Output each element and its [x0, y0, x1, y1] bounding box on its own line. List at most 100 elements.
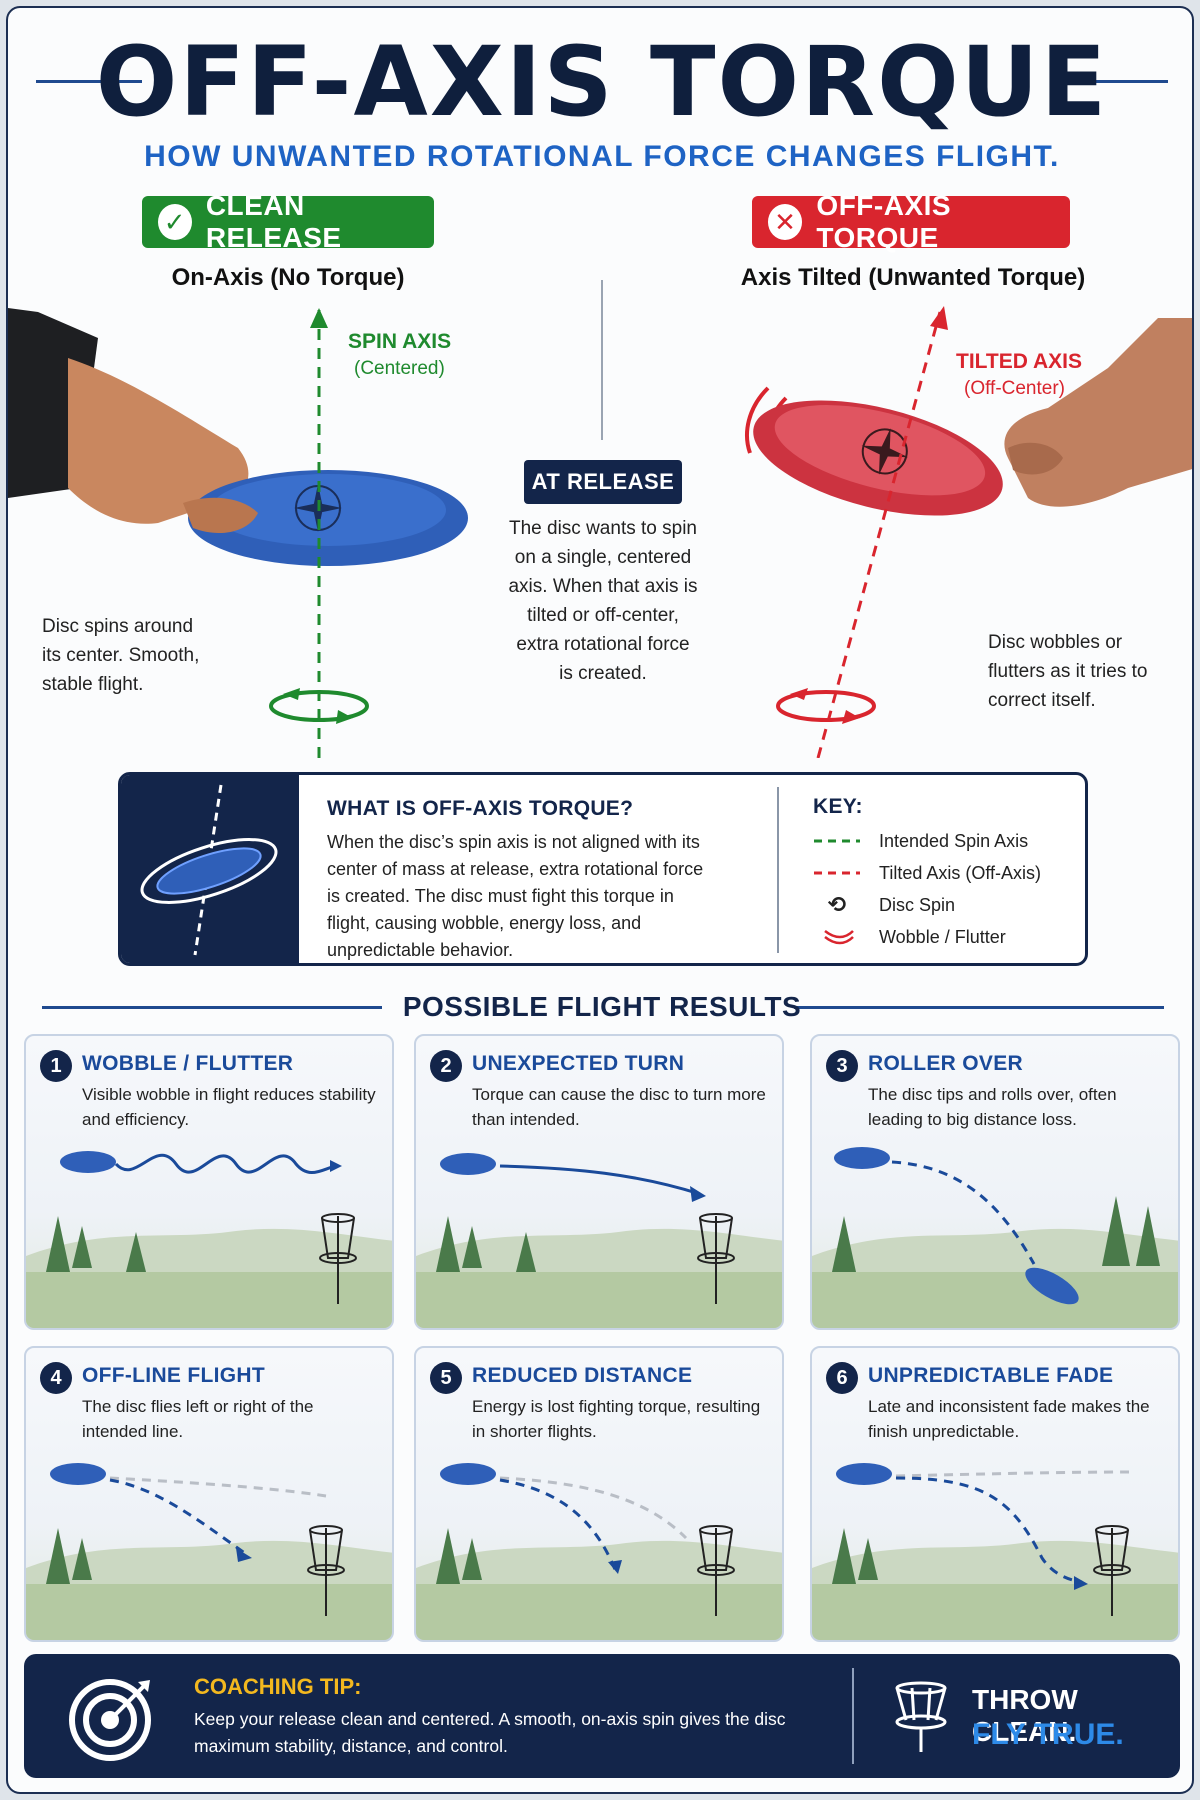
card-desc-2: Torque can cause the disc to turn more t… [472, 1085, 766, 1129]
info-title: WHAT IS OFF-AXIS TORQUE? [327, 797, 634, 820]
clean-desc-line-1: Disc spins around [42, 616, 194, 637]
key-title: KEY: [813, 795, 863, 818]
card-desc-1: Visible wobble in flight reduces stabili… [82, 1085, 376, 1129]
card-title-3: ROLLER OVER [868, 1052, 1023, 1075]
slogan-line-1: THROW CLEAN. [972, 1684, 1078, 1747]
at-release-description: The disc wants to spin on a single, cent… [478, 514, 728, 688]
wobble-icon [745, 386, 770, 454]
title-rule-right [1062, 80, 1168, 83]
card-number-2: 2 [430, 1050, 462, 1082]
basket-icon [895, 1681, 947, 1752]
hand-icon [68, 358, 249, 524]
spin-arrows-icon [269, 690, 369, 722]
result-card-4: 4 OFF-LINE FLIGHT The disc flies left or… [24, 1346, 394, 1642]
clean-release-description: Disc spins around its center. Smooth, st… [42, 612, 242, 699]
card-title-4: OFF-LINE FLIGHT [82, 1364, 265, 1387]
info-divider [777, 787, 779, 953]
footer-divider [852, 1668, 854, 1764]
card-number-3: 3 [826, 1050, 858, 1082]
short-flight-illustration [416, 1463, 782, 1640]
card-number-5: 5 [430, 1362, 462, 1394]
key-item-tilted-axis: Tilted Axis (Off-Axis) [813, 857, 1073, 889]
mid-desc-line-2: on a single, centered [514, 547, 692, 568]
clean-release-illustration [8, 308, 468, 758]
key-item-disc-spin: ⟲ Disc Spin [813, 889, 1073, 921]
results-title: POSSIBLE FLIGHT RESULTS [402, 991, 802, 1022]
off-axis-badge-label: OFF-AXIS TORQUE [816, 190, 952, 253]
what-is-torque-box: WHAT IS OFF-AXIS TORQUE? When the disc’s… [118, 772, 1088, 966]
off-desc-line-2: flutters as it tries to [988, 661, 1148, 682]
card-desc-3: The disc tips and rolls over, often lead… [868, 1085, 1117, 1129]
card-title-5: REDUCED DISTANCE [472, 1364, 693, 1387]
card-number-4: 4 [40, 1362, 72, 1394]
at-release-label: AT RELEASE [524, 460, 682, 504]
spin-icon: ⟲ [827, 892, 847, 917]
basket-icon [697, 1213, 735, 1304]
tilted-axis-heading: Axis Tilted (Unwanted Torque) [740, 264, 1086, 291]
check-icon: ✓ [158, 204, 192, 240]
tilted-axis-line [816, 311, 942, 758]
x-icon: ✕ [768, 204, 803, 240]
result-card-1: 1 WOBBLE / FLUTTER Visible wobble in fli… [24, 1034, 394, 1330]
clean-release-label: CLEAN RELEASE [205, 190, 342, 253]
spin-axis-label: SPIN AXIS [348, 330, 452, 353]
roller-illustration [812, 1147, 1178, 1328]
key-label-4: Wobble / Flutter [879, 926, 1006, 947]
mid-desc-line-6: is created. [559, 663, 647, 684]
clean-desc-line-2: its center. Smooth, [42, 645, 200, 666]
tilted-axis-sublabel: (Off-Center) [964, 378, 1066, 399]
center-divider [601, 280, 603, 440]
results-rule-left [42, 1006, 382, 1009]
info-body: When the disc’s spin axis is not aligned… [327, 832, 704, 960]
key-item-intended-axis: Intended Spin Axis [813, 825, 1073, 857]
card-title-2: UNEXPECTED TURN [472, 1052, 685, 1075]
tilted-axis-label: TILTED AXIS [956, 350, 1082, 373]
page-title: OFF-AXIS TORQUE [95, 26, 1109, 138]
result-card-6: 6 UNPREDICTABLE FADE Late and inconsiste… [810, 1346, 1180, 1642]
result-card-5: 5 REDUCED DISTANCE Energy is lost fighti… [414, 1346, 784, 1642]
results-rule-right [794, 1006, 1164, 1009]
right-hand-icon [1004, 318, 1192, 507]
wobble-key-icon [824, 929, 854, 945]
card-desc-5: Energy is lost fighting torque, resultin… [472, 1397, 761, 1441]
title-rule-left [36, 80, 142, 83]
off-axis-badge: ✕ OFF-AXIS TORQUE [752, 190, 1070, 253]
coaching-tip-body: Keep your release clean and centered. A … [194, 1709, 786, 1756]
offline-illustration [26, 1463, 392, 1640]
result-card-2: 2 UNEXPECTED TURN Torque can cause the d… [414, 1034, 784, 1330]
off-axis-description: Disc wobbles or flutters as it tries to … [988, 628, 1192, 715]
basket-icon [319, 1213, 357, 1304]
page-subtitle: HOW UNWANTED ROTATIONAL FORCE CHANGES FL… [144, 140, 1060, 173]
card-desc-6: Late and inconsistent fade makes the fin… [868, 1397, 1150, 1441]
key-list: Intended Spin Axis Tilted Axis (Off-Axis… [813, 825, 1073, 953]
slogan-line-2: FLY TRUE. [972, 1718, 1124, 1751]
card-title-6: UNPREDICTABLE FADE [868, 1364, 1114, 1387]
fade-illustration [812, 1463, 1178, 1640]
mid-desc-line-3: axis. When that axis is [508, 576, 698, 597]
key-label-2: Tilted Axis (Off-Axis) [879, 862, 1042, 883]
card-desc-4: The disc flies left or right of the inte… [82, 1397, 314, 1441]
basket-icon [1093, 1525, 1131, 1616]
clean-release-badge: ✓ CLEAN RELEASE [142, 190, 434, 253]
spin-axis-sublabel: (Centered) [354, 358, 445, 379]
turn-flight-illustration [416, 1153, 782, 1328]
card-title-1: WOBBLE / FLUTTER [82, 1052, 294, 1075]
basket-icon [307, 1525, 345, 1616]
basket-icon [697, 1525, 735, 1616]
card-number-1: 1 [40, 1050, 72, 1082]
off-desc-line-1: Disc wobbles or [988, 632, 1123, 653]
result-card-3: 3 ROLLER OVER The disc tips and rolls ov… [810, 1034, 1180, 1330]
off-axis-illustration [745, 306, 1192, 758]
card-number-6: 6 [826, 1362, 858, 1394]
info-illustration-panel [121, 775, 299, 963]
key-item-wobble: Wobble / Flutter [813, 921, 1073, 953]
key-label-1: Intended Spin Axis [879, 830, 1029, 851]
key-label-3: Disc Spin [879, 894, 956, 915]
mid-desc-line-5: extra rotational force [516, 634, 690, 655]
tilted-disc-icon [140, 784, 278, 956]
mid-desc-line-4: tilted or off-center, [527, 605, 679, 626]
coaching-tip-title: COACHING TIP: [194, 1674, 362, 1699]
clean-desc-line-3: stable flight. [42, 674, 144, 695]
on-axis-heading: On-Axis (No Torque) [171, 264, 405, 291]
target-icon [69, 1679, 151, 1761]
